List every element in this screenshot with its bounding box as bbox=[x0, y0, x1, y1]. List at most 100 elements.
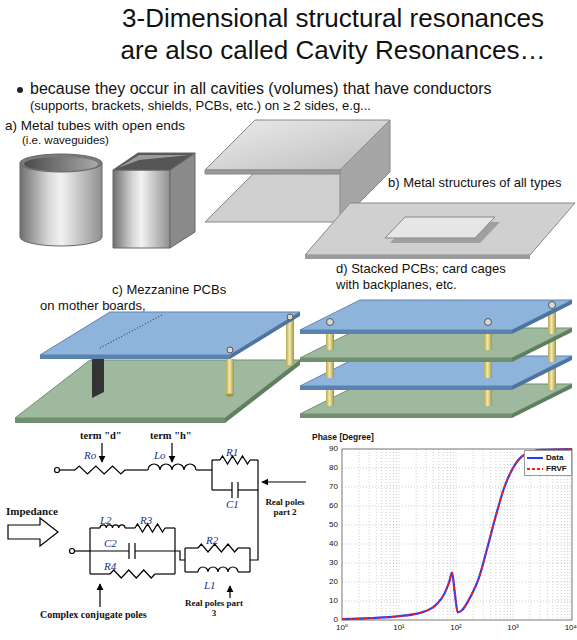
wire bbox=[196, 469, 212, 470]
wire bbox=[135, 550, 175, 551]
wire bbox=[212, 459, 220, 460]
wire bbox=[175, 551, 185, 560]
pcb-edge bbox=[300, 330, 512, 334]
pcb bbox=[300, 328, 572, 358]
round-tube bbox=[20, 154, 102, 246]
screw bbox=[327, 319, 334, 326]
plate-on-plate bbox=[305, 203, 575, 259]
legend-text: FRVF bbox=[546, 464, 567, 473]
caption-label: with backplanes, etc. bbox=[336, 278, 457, 293]
wire bbox=[125, 469, 148, 470]
phase-chart bbox=[342, 449, 572, 620]
impedance-arrow bbox=[8, 518, 58, 546]
grid-line bbox=[342, 563, 572, 564]
grid-line bbox=[500, 449, 501, 620]
wire bbox=[250, 459, 258, 460]
standoff bbox=[286, 318, 294, 365]
caption-label: d) Stacked PCBs; card cages bbox=[336, 262, 506, 277]
component-label: R1 bbox=[226, 446, 238, 459]
board-edge bbox=[225, 360, 300, 423]
caption-label: b) Metal structures of all types bbox=[388, 176, 561, 191]
legend-entry: FRVF bbox=[525, 463, 571, 474]
grid-line bbox=[369, 449, 370, 620]
stacked-pcbs bbox=[300, 300, 572, 418]
grid-line bbox=[342, 506, 572, 507]
component-label: Lo bbox=[154, 449, 166, 462]
tick-label: 10 bbox=[316, 596, 338, 605]
wire bbox=[155, 573, 175, 574]
legend-sample bbox=[527, 454, 543, 462]
grid-line bbox=[342, 544, 572, 545]
component-label: L2 bbox=[100, 514, 112, 527]
grid-line bbox=[393, 449, 394, 620]
caption-label: a) Metal tubes with open ends bbox=[5, 118, 185, 134]
grid-line bbox=[433, 449, 434, 620]
pcb-edge bbox=[512, 356, 572, 390]
tick-label: 10¹ bbox=[387, 623, 411, 632]
component-label: C1 bbox=[226, 498, 239, 511]
top-plate bbox=[205, 120, 390, 170]
wire bbox=[211, 460, 212, 490]
bullet-text: because they occur in all cavities (volu… bbox=[30, 80, 492, 98]
wire bbox=[90, 573, 110, 574]
terminal-label: term "d" bbox=[80, 430, 122, 442]
plate-edge bbox=[305, 255, 530, 259]
terminal-label: term "h" bbox=[150, 430, 192, 442]
annotation: Real poles part 3 bbox=[185, 598, 243, 619]
square-tube bbox=[113, 153, 195, 248]
mezzanine-board bbox=[40, 312, 300, 355]
grid-line bbox=[483, 449, 484, 620]
grid-line bbox=[342, 468, 572, 469]
wire bbox=[90, 527, 100, 528]
tick-label: 10³ bbox=[501, 623, 525, 632]
pcb-edge bbox=[512, 384, 572, 418]
wire bbox=[249, 548, 250, 572]
grid-line bbox=[453, 449, 454, 620]
grid-line bbox=[342, 582, 572, 583]
tick-label: 40 bbox=[316, 539, 338, 548]
tick-label: 60 bbox=[316, 501, 338, 510]
screw bbox=[287, 314, 293, 320]
component-label: R4 bbox=[104, 560, 116, 573]
equivalent-circuit bbox=[55, 443, 307, 607]
legend-line bbox=[527, 457, 543, 459]
wire bbox=[185, 571, 198, 572]
pointer-arrow bbox=[229, 586, 230, 598]
screw bbox=[549, 302, 556, 309]
mother-board bbox=[15, 360, 300, 418]
plate-edge bbox=[205, 170, 340, 174]
pcb bbox=[300, 384, 572, 414]
tube-opening bbox=[20, 154, 102, 172]
resistor-symbol bbox=[110, 570, 155, 578]
standoff-foot bbox=[226, 394, 234, 397]
tick-label: 10² bbox=[444, 623, 468, 632]
pcb bbox=[300, 300, 572, 330]
tube-interior bbox=[24, 157, 98, 171]
component-label: R3 bbox=[140, 514, 152, 527]
pointer-arrow bbox=[101, 443, 102, 462]
grid-line bbox=[504, 449, 505, 620]
wire bbox=[185, 547, 198, 548]
component-label: R2 bbox=[206, 534, 218, 547]
tube-opening bbox=[113, 153, 195, 170]
tick-label: 90 bbox=[316, 444, 338, 453]
caption-label: on mother boards, bbox=[40, 299, 146, 314]
tube-body bbox=[20, 163, 102, 246]
grid-line bbox=[381, 449, 382, 620]
grid-line bbox=[342, 601, 572, 602]
grid-line bbox=[396, 449, 397, 620]
grid-line bbox=[376, 449, 377, 620]
bullet-text: (supports, brackets, shields, PCBs, etc.… bbox=[30, 99, 371, 114]
inductor-symbol bbox=[198, 567, 238, 572]
annotation: Complex conjugate poles bbox=[40, 609, 147, 621]
grid-line bbox=[438, 449, 439, 620]
drawn-layout bbox=[55, 443, 573, 620]
capacitor-symbol bbox=[232, 482, 238, 498]
pcb bbox=[300, 356, 572, 386]
grid-line bbox=[416, 449, 417, 620]
capacitor-symbol bbox=[129, 543, 135, 559]
annotation: Real poles part 2 bbox=[263, 497, 307, 518]
data-curve bbox=[342, 449, 572, 619]
tick-label: 20 bbox=[316, 577, 338, 586]
